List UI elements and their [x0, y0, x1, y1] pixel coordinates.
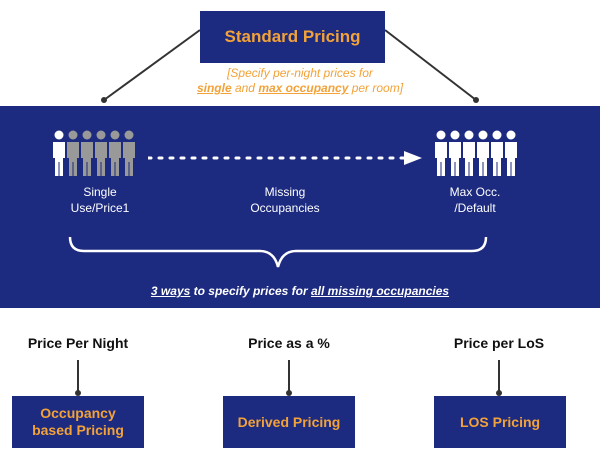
col-title-price-per-los: Price per LoS	[453, 335, 545, 351]
standard-pricing-title: Standard Pricing	[224, 27, 361, 46]
spec-note-single: single	[196, 81, 232, 95]
spec-note-line1: [Specify per-night prices for	[227, 66, 373, 80]
right-connector-dot	[473, 97, 479, 103]
person-head	[110, 130, 120, 140]
person-head	[82, 130, 92, 140]
person-body	[67, 142, 79, 176]
left-connector-line	[103, 29, 201, 101]
person-head	[436, 130, 446, 140]
person-head	[68, 130, 78, 140]
person-body	[505, 142, 517, 176]
col-title-price-percent: Price as a %	[248, 335, 330, 351]
los-pricing-label: LOS Pricing	[459, 413, 541, 430]
dotted-arrow-icon	[148, 151, 422, 165]
person-head	[478, 130, 488, 140]
col1-connector-dot	[75, 390, 81, 396]
person-body	[435, 142, 447, 176]
ways-mid: to specify prices for	[190, 284, 311, 298]
spec-note: [Specify per-night prices for single and…	[120, 66, 480, 96]
spec-note-and: and	[231, 81, 259, 95]
person-head	[506, 130, 516, 140]
person-head	[96, 130, 106, 140]
occupancy-pricing-box: Occupancy based Pricing	[12, 396, 144, 448]
missing-occupancies-label: Missing Occupancies	[250, 185, 320, 215]
ways-target: all missing occupancies	[311, 284, 450, 298]
max-occupancy-label: Max Occ. /Default	[449, 185, 501, 215]
left-connector-dot	[101, 97, 107, 103]
person-head	[54, 130, 64, 140]
col-title-price-per-night: Price Per Night	[27, 335, 129, 351]
person-body	[463, 142, 475, 176]
person-body	[53, 142, 65, 176]
person-body	[109, 142, 121, 176]
person-head	[450, 130, 460, 140]
person-body	[477, 142, 489, 176]
single-use-people-icon	[53, 130, 135, 176]
single-use-label: Single Use/Price1	[70, 185, 130, 215]
curly-brace-icon	[68, 236, 488, 268]
col3-connector-dot	[496, 390, 502, 396]
ways-note: 3 ways to specify prices for all missing…	[60, 284, 540, 298]
occupancy-band	[0, 106, 600, 308]
occupancy-pricing-label: Occupancy based Pricing	[32, 405, 124, 438]
derived-pricing-label: Derived Pricing	[237, 413, 341, 430]
person-body	[449, 142, 461, 176]
person-head	[124, 130, 134, 140]
standard-pricing-box: Standard Pricing	[200, 11, 385, 63]
col2-connector-dot	[286, 390, 292, 396]
los-pricing-box: LOS Pricing	[434, 396, 566, 448]
max-occupancy-people-icon	[435, 130, 517, 176]
person-body	[491, 142, 503, 176]
person-body	[81, 142, 93, 176]
right-connector-line	[384, 29, 477, 101]
person-head	[464, 130, 474, 140]
person-body	[95, 142, 107, 176]
spec-note-tail: per room]	[348, 81, 404, 95]
spec-note-max: max occupancy	[258, 81, 349, 95]
person-head	[492, 130, 502, 140]
derived-pricing-box: Derived Pricing	[223, 396, 355, 448]
ways-count: 3 ways	[150, 284, 191, 298]
person-body	[123, 142, 135, 176]
